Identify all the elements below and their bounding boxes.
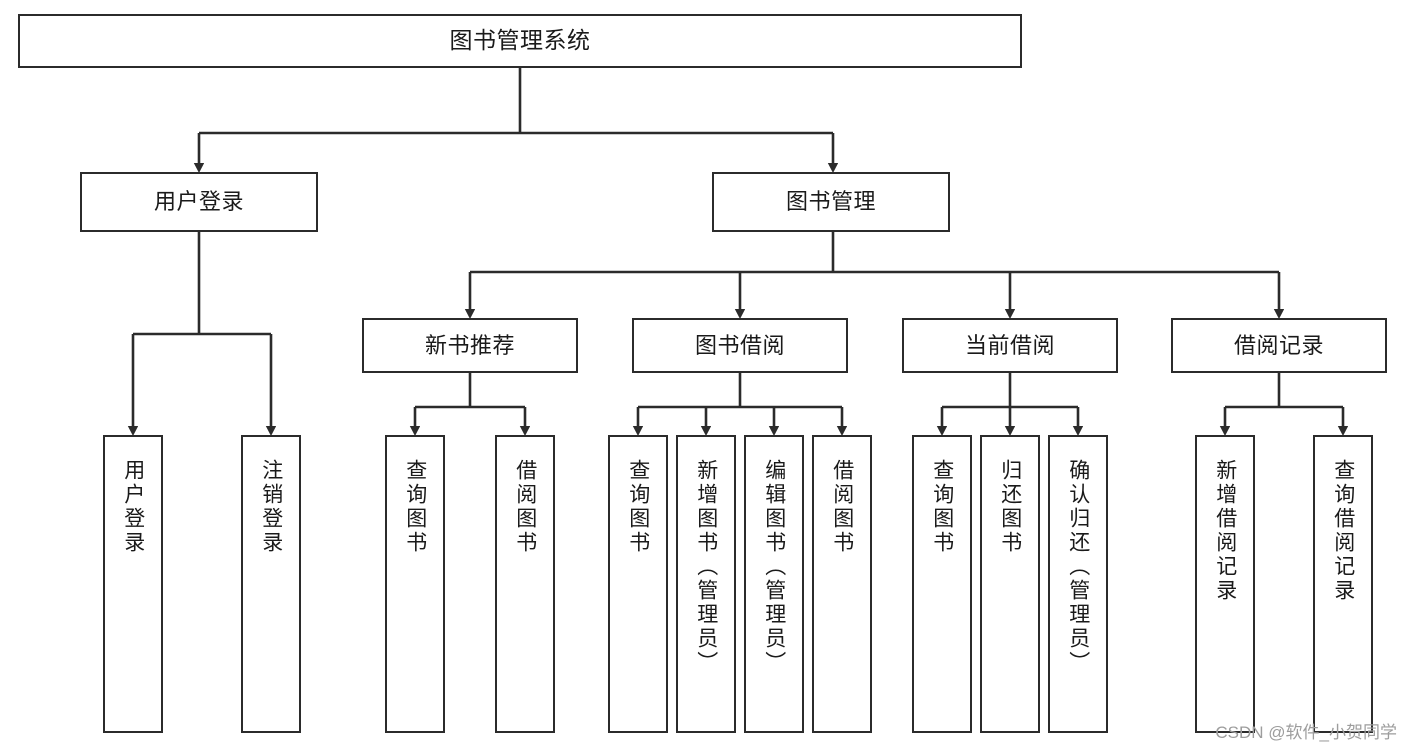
node-leaf-user-login[interactable]: 用户登录 <box>103 435 163 733</box>
node-leaf-edit-book[interactable]: 编辑图书（管理员） <box>744 435 804 733</box>
csdn-watermark: CSDN @软件_小贺同学 <box>1215 723 1397 742</box>
node-user-login[interactable]: 用户登录 <box>80 172 318 232</box>
node-leaf-query-record-label: 查询借阅记录 <box>1331 459 1355 603</box>
node-leaf-borrow-book-2-label: 借阅图书 <box>830 459 854 555</box>
node-leaf-query-book-2[interactable]: 查询图书 <box>608 435 668 733</box>
node-leaf-query-book-2-label: 查询图书 <box>626 459 650 555</box>
node-leaf-query-book-3-label: 查询图书 <box>930 459 954 555</box>
node-leaf-borrow-book-1-label: 借阅图书 <box>513 459 537 555</box>
node-leaf-add-book-label: 新增图书（管理员） <box>694 459 718 675</box>
node-leaf-user-logout-label: 注销登录 <box>259 459 283 555</box>
node-leaf-query-record[interactable]: 查询借阅记录 <box>1313 435 1373 733</box>
node-borrow-record[interactable]: 借阅记录 <box>1171 318 1387 373</box>
node-leaf-borrow-book-2[interactable]: 借阅图书 <box>812 435 872 733</box>
node-book-borrow-label: 图书借阅 <box>694 332 785 358</box>
node-leaf-user-login-label: 用户登录 <box>121 459 145 555</box>
node-leaf-return-book-label: 归还图书 <box>998 459 1022 555</box>
node-user-login-label: 用户登录 <box>153 189 244 215</box>
node-book-management[interactable]: 图书管理 <box>712 172 950 232</box>
node-leaf-query-book-1-label: 查询图书 <box>403 459 427 555</box>
node-new-book-recommend-label: 新书推荐 <box>424 332 515 358</box>
node-new-book-recommend[interactable]: 新书推荐 <box>362 318 578 373</box>
node-leaf-add-book[interactable]: 新增图书（管理员） <box>676 435 736 733</box>
node-book-borrow[interactable]: 图书借阅 <box>632 318 848 373</box>
node-current-borrow[interactable]: 当前借阅 <box>902 318 1118 373</box>
node-leaf-borrow-book-1[interactable]: 借阅图书 <box>495 435 555 733</box>
node-leaf-edit-book-label: 编辑图书（管理员） <box>762 459 786 675</box>
node-current-borrow-label: 当前借阅 <box>964 332 1055 358</box>
node-leaf-add-record-label: 新增借阅记录 <box>1213 459 1237 603</box>
node-leaf-query-book-1[interactable]: 查询图书 <box>385 435 445 733</box>
node-borrow-record-label: 借阅记录 <box>1233 332 1324 358</box>
node-root-book-management-system[interactable]: 图书管理系统 <box>18 14 1022 68</box>
node-leaf-return-book[interactable]: 归还图书 <box>980 435 1040 733</box>
node-leaf-query-book-3[interactable]: 查询图书 <box>912 435 972 733</box>
node-root-label: 图书管理系统 <box>449 27 591 54</box>
node-leaf-user-logout[interactable]: 注销登录 <box>241 435 301 733</box>
node-leaf-confirm-return[interactable]: 确认归还（管理员） <box>1048 435 1108 733</box>
node-leaf-confirm-return-label: 确认归还（管理员） <box>1066 459 1090 675</box>
node-leaf-add-record[interactable]: 新增借阅记录 <box>1195 435 1255 733</box>
node-book-management-label: 图书管理 <box>785 189 876 215</box>
